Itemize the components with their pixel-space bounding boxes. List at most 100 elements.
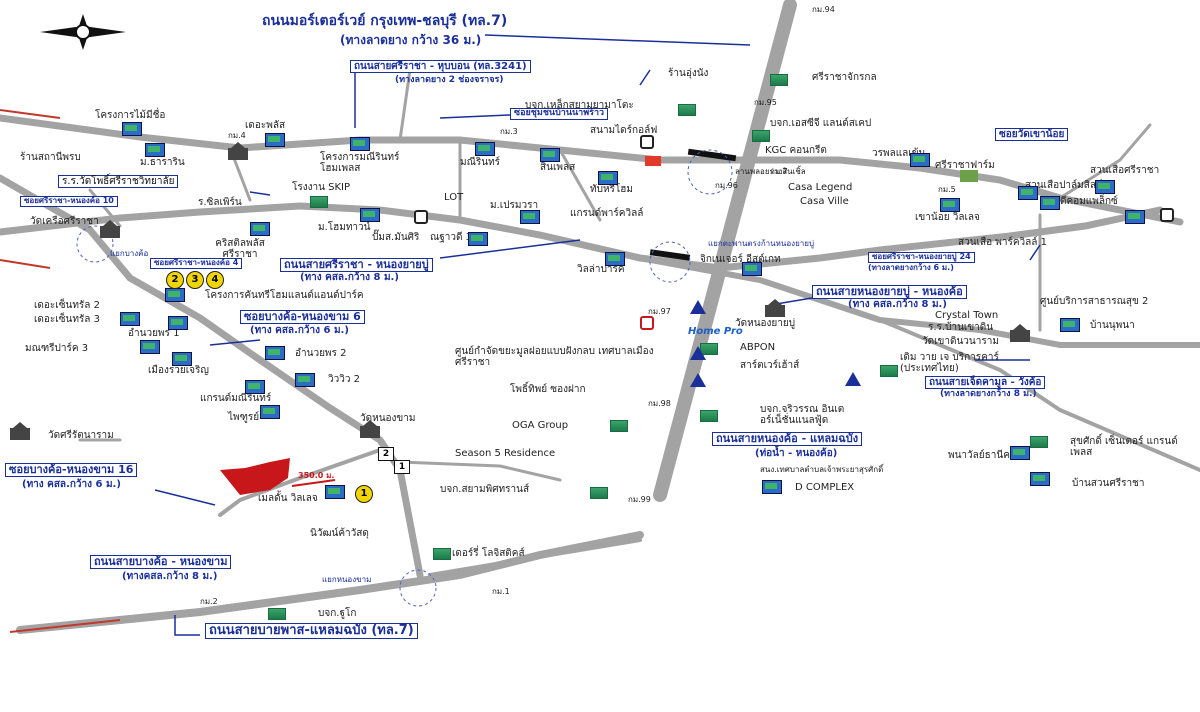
label-soi-sriracha-nk10: ซอยศรีราชา-หนองค้อ 10 <box>20 196 118 207</box>
road-sriracha-nongkho <box>0 202 1164 272</box>
km-marker: กม.97 <box>648 307 671 316</box>
km-marker: กม.3 <box>500 127 518 136</box>
housing-icon <box>260 405 280 419</box>
housing-icon <box>1030 472 1050 486</box>
label-hupbon-sub: (ทางลาดยาง 2 ช่องจราจร) <box>395 75 504 85</box>
place-label: Home Pro <box>688 326 743 337</box>
label-bankhok-nongkham: ถนนสายบางค้อ - หนองขาม <box>90 555 232 570</box>
housing-icon <box>520 210 540 224</box>
place-label: โครงการไม้มีชื่อ <box>95 110 166 121</box>
place-label: ศรีราชาจักรกล <box>812 72 877 83</box>
building-icon <box>1030 436 1048 448</box>
label-bankhok-nongkham-sub: (ทางคสล.กว้าง 8 ม.) <box>122 571 218 582</box>
housing-icon <box>1018 186 1038 200</box>
place-label: ศูนย์กำจัดขยะมูลฝอยแบบฝังกลบ เทศบาลเมือง… <box>455 346 654 368</box>
building-icon <box>752 130 770 142</box>
place-label: จิกเนเจอร์ อีสต์เกท <box>700 254 781 265</box>
place-label: สนง.เทศบาลตำบลเจ้าพระยาสุรศักดิ์ <box>760 465 884 474</box>
housing-icon <box>265 346 285 360</box>
building-icon <box>770 74 788 86</box>
housing-icon <box>120 312 140 326</box>
km-marker: กม.4 <box>228 131 246 140</box>
road-nongyaibu-nongkho <box>637 255 1200 348</box>
farm-icon <box>960 170 978 182</box>
place-label: ทับหรีโฮม <box>590 184 633 195</box>
place-label: เดอะพลัส <box>245 120 286 131</box>
housing-icon <box>145 143 165 157</box>
place-label: เดอะเซ็นทรัล 2 <box>34 300 100 311</box>
housing-icon <box>762 480 782 494</box>
place-label: บจก.เอสซีจี แลนด์สเคป <box>770 118 872 129</box>
place-label: ม.เปรมวรา <box>490 200 539 211</box>
place-label: บจก.ฐูโก <box>318 608 357 619</box>
housing-icon <box>122 122 142 136</box>
temple-icon <box>765 299 785 317</box>
place-label: Casa Ville <box>800 196 849 207</box>
place-label: วัดศรีรัตนาราม <box>48 430 114 441</box>
landmark-icon <box>690 300 706 314</box>
place-label: วัดเครือศรีราชา <box>30 216 99 227</box>
place-label: ม.โฮมทาวน์ <box>318 222 371 233</box>
label-nongyaibu-nongkho: ถนนสายหนองยายบู่ - หนองค้อ <box>812 285 967 300</box>
place-label: ร้านสถานีพรบ <box>20 152 81 163</box>
place-label: นิวัฒน์ค้าวัสดุ <box>310 528 369 539</box>
facility-icon <box>640 316 654 330</box>
housing-icon <box>1125 210 1145 224</box>
place-label: ลานพลอยร่างสินเชิ้ล <box>735 167 806 176</box>
road-bypass <box>16 531 644 634</box>
housing-icon <box>598 171 618 185</box>
place-label: อำนวยพร 2 <box>295 348 347 359</box>
place-label: ดีคอมแพล็กซ์ <box>1060 196 1118 207</box>
label-soi-sriracha-nk4: ซอยศรีราชา-หนองค้อ 4 <box>150 258 243 269</box>
motorway-title: ถนนมอร์เตอร์เวย์ กรุงเทพ-ชลบุรี (ทล.7) <box>262 13 508 29</box>
place-label: คริสติลพลัส ศรีราชา <box>215 238 265 260</box>
place-label: โพธิ์ทิพย์ ซองฝาก <box>510 384 586 395</box>
housing-icon <box>910 153 930 167</box>
place-label: ABPON <box>740 342 776 353</box>
place-label: Crystal Town <box>935 310 999 321</box>
housing-icon <box>1060 318 1080 332</box>
place-label: มณฑรีปาร์ค 3 <box>25 343 89 354</box>
km-marker: กม.98 <box>648 399 671 408</box>
landmark-icon <box>845 372 861 386</box>
building-icon <box>700 410 718 422</box>
place-label: บ้านนุพนา <box>1090 320 1135 331</box>
place-label: แกรนด์พาร์ควิลล์ <box>570 208 644 219</box>
marker-4: 4 <box>206 271 224 289</box>
label-soi-sriracha-nyb24: ซอยศรีราชา-หนองยายบู่ 24 <box>868 252 975 263</box>
place-label: เดอะเซ็นทรัล 3 <box>34 314 100 325</box>
place-label: บจก.เหล็กสยามยามาโตะ <box>525 100 634 111</box>
label-soi-bk-nk6: ซอยบางค้อ-หนองขาม 6 <box>240 310 365 325</box>
housing-icon <box>605 252 625 266</box>
place-label: วัดหนองขาม <box>360 413 416 424</box>
place-label: แยกตะพานตรงก้านหนองยายบู่ <box>708 239 815 248</box>
label-chetkhamu: ถนนสายเจ็ดคามูล - วังค้อ <box>925 376 1046 389</box>
marker-2: 2 <box>166 271 184 289</box>
place-label: บจก.จริวรรณ อินเตอร์เน็ชั่นแนลฟู้ด <box>760 404 845 426</box>
housing-icon <box>350 137 370 151</box>
shop-icon <box>1160 208 1174 222</box>
label-soi-watkhaonoi: ซอยวัดเขาน้อย <box>995 128 1069 141</box>
place-label: เมลดั้น วิลเลจ <box>258 493 318 504</box>
km-marker: กม.7 <box>770 167 788 176</box>
housing-icon <box>165 288 185 302</box>
place-label: ไพฑูรย์ <box>228 412 260 423</box>
red-building-icon <box>645 156 661 166</box>
housing-icon <box>265 133 285 147</box>
place-label: D COMPLEX <box>795 482 855 493</box>
building-icon <box>610 420 628 432</box>
place-label: ร.ร.วัดโพธิ์ศรีราชวิทยาลัย <box>58 175 179 188</box>
temple-icon <box>360 420 380 438</box>
km-marker: กม.1 <box>492 587 510 596</box>
place-label: สนามไดร์กอล์ฟ <box>590 125 658 136</box>
km-marker: กม.5 <box>938 185 956 194</box>
landmark-icon <box>690 373 706 387</box>
place-label: วัดเขาดินวนาราม <box>922 336 999 347</box>
label-nongkho-laemchabang: ถนนสายหนองค้อ - แหลมฉบัง <box>712 432 863 447</box>
place-label: มณีรินทร์ <box>460 157 501 168</box>
place-label: วิววิว 2 <box>328 374 361 385</box>
place-label: สุขศักดิ์ เซ็นเตอร์ แกรนด์เพลส <box>1070 436 1178 458</box>
temple-icon <box>10 422 30 440</box>
housing-icon <box>1010 446 1030 460</box>
housing-icon <box>172 352 192 366</box>
